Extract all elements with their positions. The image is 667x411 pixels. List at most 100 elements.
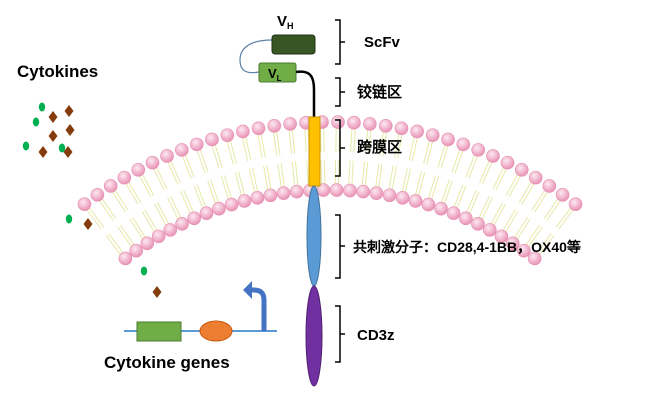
lipid-head bbox=[369, 186, 384, 200]
cd3z-bracket bbox=[335, 305, 345, 363]
lipid-head bbox=[163, 223, 178, 237]
lipid-head bbox=[482, 223, 497, 237]
cytokine-diamond bbox=[65, 124, 75, 136]
lipid-head bbox=[250, 191, 265, 205]
vh-label: VH bbox=[277, 13, 294, 31]
lipid-head bbox=[486, 149, 500, 163]
lipid-head bbox=[542, 179, 557, 193]
lipid-head bbox=[145, 155, 160, 170]
lipid-head bbox=[331, 115, 345, 129]
lipid-head bbox=[471, 217, 485, 231]
lipid-head bbox=[471, 143, 486, 157]
transcription-arrow bbox=[248, 287, 267, 331]
lipid-head bbox=[568, 197, 583, 211]
lipid-head bbox=[343, 183, 357, 198]
lipid-head bbox=[131, 163, 146, 177]
lipid-head bbox=[555, 187, 570, 202]
vl-label: VL bbox=[268, 66, 282, 83]
lipid-head bbox=[446, 206, 461, 221]
lipid-head bbox=[421, 197, 436, 212]
transmembrane-domain bbox=[308, 116, 321, 187]
lipid-head bbox=[224, 197, 239, 212]
costim-label: 共刺激分子：CD28,4-1BB，OX40等 bbox=[353, 239, 581, 255]
lipid-head bbox=[378, 119, 393, 133]
cytokine-diamond bbox=[38, 146, 48, 158]
lipid-head bbox=[394, 121, 409, 136]
cytokine-diamond bbox=[64, 105, 74, 117]
lipid-head bbox=[199, 206, 214, 221]
cytokine-dot bbox=[38, 102, 46, 112]
lipid-head bbox=[77, 197, 92, 211]
lipid-head bbox=[118, 251, 133, 266]
lipid-head bbox=[90, 187, 105, 202]
transcription-arrow-head bbox=[243, 281, 252, 299]
lipid-head bbox=[494, 229, 509, 244]
cd3z-domain bbox=[305, 285, 323, 387]
lipid-head bbox=[103, 179, 118, 193]
vl-domain bbox=[258, 62, 297, 83]
lipid-head bbox=[117, 170, 132, 185]
lipid-head bbox=[408, 194, 423, 208]
lipid-head bbox=[505, 236, 520, 251]
cytokine-diamond bbox=[48, 130, 58, 142]
lipid-head bbox=[187, 211, 201, 226]
transmembrane-label: 跨膜区 bbox=[357, 138, 402, 156]
hinge-bracket bbox=[335, 77, 345, 107]
lipid-head bbox=[517, 243, 531, 258]
promoter-element bbox=[199, 320, 233, 342]
cytokine-molecules bbox=[22, 102, 162, 298]
cytokine-diamond bbox=[63, 146, 73, 158]
lipid-head bbox=[160, 149, 174, 163]
lipid-head bbox=[289, 184, 304, 199]
lipid-head bbox=[140, 236, 155, 251]
lipid-head bbox=[220, 128, 235, 142]
lipid-head bbox=[283, 117, 297, 131]
lipid-head bbox=[236, 124, 250, 139]
costim-bracket bbox=[335, 214, 345, 279]
scfv-bracket bbox=[335, 19, 345, 65]
hinge-label: 铰链区 bbox=[357, 83, 402, 101]
lipid-head bbox=[329, 183, 344, 197]
lipid-head bbox=[527, 251, 542, 266]
hinge-line bbox=[295, 70, 316, 118]
lipid-head bbox=[434, 201, 448, 216]
cd3z-label: CD3z bbox=[357, 327, 395, 344]
lipid-head bbox=[175, 217, 189, 231]
lipid-head bbox=[410, 124, 424, 139]
lipid-head bbox=[237, 194, 252, 208]
lipid-head bbox=[425, 128, 440, 142]
cytokine-dot bbox=[65, 214, 73, 224]
lipid-head bbox=[441, 132, 455, 147]
lipid-head bbox=[151, 229, 166, 244]
lipid-head bbox=[129, 243, 143, 258]
lipid-head bbox=[395, 191, 410, 205]
lipid-head bbox=[459, 211, 473, 226]
lipid-head bbox=[456, 137, 471, 152]
cytokines-label: Cytokines bbox=[17, 62, 98, 81]
cytokine-dot bbox=[140, 266, 148, 276]
cytokine-diamond bbox=[83, 218, 93, 230]
lipid-head bbox=[263, 188, 278, 203]
lipid-head bbox=[205, 132, 219, 147]
lipid-head bbox=[251, 121, 266, 136]
lipid-head bbox=[347, 115, 361, 130]
lipid-head bbox=[382, 188, 397, 203]
scfv-linker-loop bbox=[239, 39, 273, 74]
lipid-head bbox=[356, 184, 371, 199]
lipid-head bbox=[276, 186, 291, 200]
cytokine-diamond bbox=[152, 286, 162, 298]
lipid-head bbox=[514, 163, 529, 177]
lipid-head bbox=[363, 117, 377, 131]
cytokine-dot bbox=[22, 141, 30, 151]
lipid-head bbox=[528, 170, 543, 185]
scfv-label: ScFv bbox=[364, 34, 401, 51]
costimulatory-domain bbox=[306, 185, 322, 287]
lipid-head bbox=[212, 201, 226, 216]
lipid-head bbox=[189, 137, 204, 152]
cytokine-dot bbox=[32, 117, 40, 127]
gene-box bbox=[136, 321, 182, 342]
cytokine-genes-label: Cytokine genes bbox=[104, 353, 230, 372]
lipid-head bbox=[500, 155, 515, 170]
transmembrane-bracket bbox=[335, 119, 345, 177]
